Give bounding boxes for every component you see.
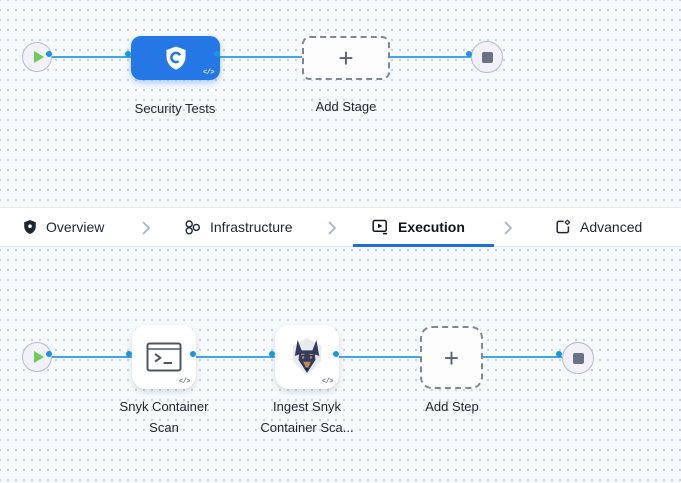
stop-square-icon <box>572 352 584 364</box>
edge-line <box>52 56 131 58</box>
code-badge-icon: </> <box>178 378 191 386</box>
step-snyk-container-scan[interactable]: </> <box>132 325 196 389</box>
step-label: Snyk Container Scan <box>119 399 209 435</box>
edge-line <box>52 356 132 358</box>
step-label: Ingest Snyk Container Sca... <box>260 399 354 435</box>
play-icon <box>33 51 44 63</box>
stage-end-node[interactable] <box>471 41 503 73</box>
stage-tab-bar: Overview Infrastructure Execution <box>0 207 681 247</box>
edge-connector[interactable] <box>556 351 562 357</box>
terminal-icon <box>146 342 182 372</box>
edge-connector[interactable] <box>46 51 52 57</box>
tab-label: Advanced <box>580 219 643 235</box>
add-step-button[interactable]: + <box>420 326 483 389</box>
stage-security-tests[interactable]: </> <box>131 36 220 80</box>
edge-connector[interactable] <box>333 351 339 357</box>
edge-line <box>339 356 420 358</box>
shield-icon <box>24 220 36 234</box>
tab-infrastructure[interactable]: Infrastructure <box>184 208 292 246</box>
add-stage-label: Add Stage <box>315 99 377 114</box>
tab-overview[interactable]: Overview <box>23 208 104 246</box>
chevron-right-icon <box>328 221 336 235</box>
edge-connector[interactable] <box>466 51 472 57</box>
edge-connector[interactable] <box>190 351 196 357</box>
stage-start-node[interactable] <box>22 42 52 72</box>
edge-connector[interactable] <box>46 351 52 357</box>
plus-icon: + <box>338 43 354 73</box>
execution-play-box-icon <box>372 219 387 235</box>
stop-square-icon <box>481 51 493 63</box>
edge-connector[interactable] <box>269 351 275 357</box>
stage-label: Security Tests <box>134 101 216 116</box>
step-start-node[interactable] <box>22 342 52 372</box>
add-step-label: Add Step <box>425 399 479 414</box>
selected-tab-underline <box>353 244 494 247</box>
edge-line <box>220 56 302 58</box>
tab-label: Overview <box>46 219 105 235</box>
code-badge-icon: </> <box>321 378 334 386</box>
security-shield-icon <box>166 46 185 70</box>
code-badge-icon: </> <box>202 69 215 77</box>
chevron-right-icon <box>142 221 150 235</box>
edge-line <box>390 56 472 58</box>
add-stage-button[interactable]: + <box>302 36 390 80</box>
edge-line <box>196 356 275 358</box>
tab-label: Infrastructure <box>210 219 293 235</box>
snyk-dog-icon <box>292 338 322 376</box>
tab-label: Execution <box>398 219 465 235</box>
plus-icon: + <box>443 342 460 373</box>
infrastructure-nodes-icon <box>185 219 201 235</box>
edge-connector[interactable] <box>214 51 220 57</box>
tab-advanced[interactable]: Advanced <box>555 208 642 246</box>
edge-connector[interactable] <box>125 51 131 57</box>
edge-line <box>483 356 562 358</box>
step-end-node[interactable] <box>562 342 594 374</box>
step-ingest-snyk[interactable]: </> <box>275 325 339 389</box>
play-icon <box>33 351 44 363</box>
advanced-gear-box-icon <box>556 219 571 234</box>
chevron-right-icon <box>504 221 512 235</box>
edge-connector[interactable] <box>126 351 132 357</box>
tab-execution[interactable]: Execution <box>372 208 465 246</box>
